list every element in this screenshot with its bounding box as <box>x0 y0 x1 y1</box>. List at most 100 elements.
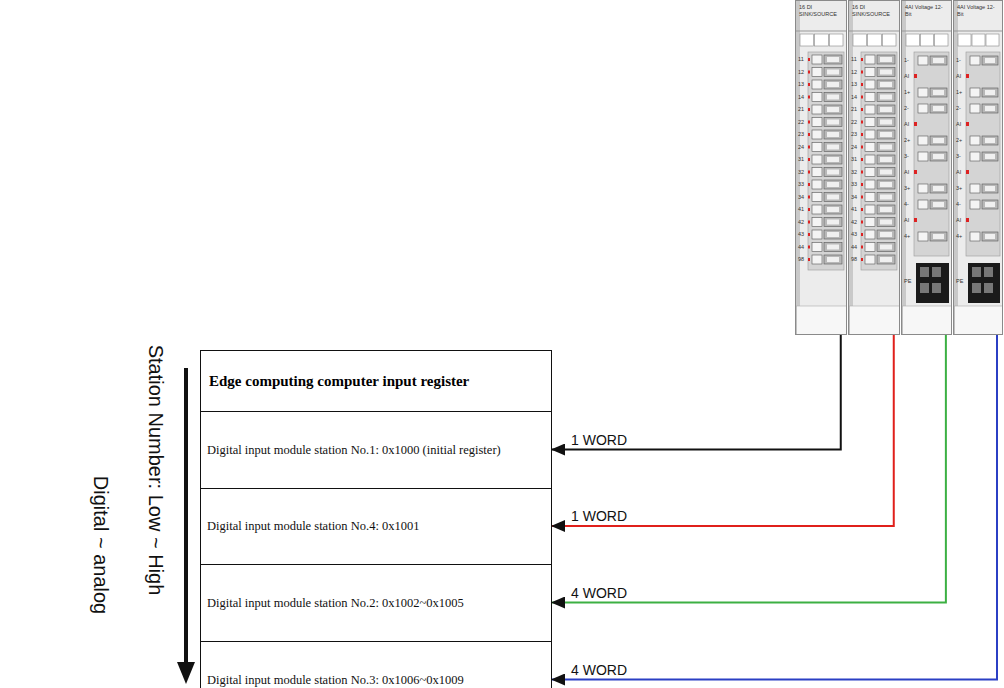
terminal-label: 13 <box>851 81 857 87</box>
type-order-label: Digital ~ analog <box>89 476 112 614</box>
register-row: Digital input module station No.2: 0x100… <box>201 564 551 641</box>
terminal-label: 34 <box>851 194 857 200</box>
module-title: 4AI Voltage 12-Bit <box>905 4 949 17</box>
terminal-label: 43 <box>798 231 804 237</box>
terminal <box>918 136 947 145</box>
terminal <box>808 118 842 127</box>
terminal-label: AI <box>904 121 909 127</box>
terminal <box>861 218 895 227</box>
word-count-label: 4 WORD <box>569 662 629 678</box>
terminal-label: 14 <box>798 94 804 100</box>
terminal <box>861 118 895 127</box>
terminal-label: 34 <box>798 194 804 200</box>
terminal-label: 12 <box>798 69 804 75</box>
pe-block <box>916 263 949 303</box>
word-count-label: 4 WORD <box>569 585 629 601</box>
terminal <box>861 230 895 239</box>
terminal <box>970 152 998 161</box>
terminal-label: 2+ <box>956 137 962 143</box>
terminal <box>970 184 998 193</box>
terminal-label: 1+ <box>904 89 910 95</box>
terminal <box>808 93 842 102</box>
terminal <box>918 152 947 161</box>
terminal-label: 1+ <box>956 89 962 95</box>
terminal <box>861 168 895 177</box>
terminal-label: 12 <box>851 69 857 75</box>
terminal-label: 23 <box>851 131 857 137</box>
terminal-label: 4- <box>956 201 961 207</box>
terminal-label: 42 <box>851 219 857 225</box>
terminal-label: 23 <box>798 131 804 137</box>
analog-input-module: 4AI Voltage 12-Bit1-AI1+2-AI2+3-AI3+4-AI… <box>901 0 952 335</box>
terminal <box>918 104 947 113</box>
terminal <box>808 80 842 89</box>
terminal <box>808 143 842 152</box>
terminal <box>808 230 842 239</box>
terminal-label: AI <box>904 169 909 175</box>
terminal-label: 13 <box>798 81 804 87</box>
module-edge <box>796 1 800 334</box>
terminal-label: 21 <box>851 106 857 112</box>
table-heading: Edge computing computer input register <box>201 351 551 411</box>
terminal-label: AI <box>956 217 961 223</box>
terminal-label: 4- <box>904 201 909 207</box>
register-row: Digital input module station No.3: 0x100… <box>201 641 551 688</box>
module-line <box>902 31 951 32</box>
terminal <box>861 180 895 189</box>
label-slot <box>920 34 933 46</box>
terminal-label: 3+ <box>956 185 962 191</box>
terminal-label: 1- <box>956 57 961 63</box>
terminal-label: 24 <box>798 144 804 150</box>
terminal-block <box>914 52 949 256</box>
terminal-label: 22 <box>851 119 857 125</box>
module-housing <box>849 1 899 334</box>
order-arrow-head <box>177 662 195 684</box>
register-text: Digital input module station No.1: 0x100… <box>207 443 501 458</box>
station-order-label: Station Number: Low ~ High <box>144 345 167 596</box>
terminal-label: 33 <box>851 181 857 187</box>
label-slot <box>800 34 814 46</box>
module-foot <box>850 306 900 334</box>
terminal-label: 31 <box>851 156 857 162</box>
terminal <box>861 193 895 202</box>
terminal-label: AI <box>904 217 909 223</box>
terminal <box>918 232 947 241</box>
terminal <box>966 218 969 222</box>
terminal <box>861 255 895 264</box>
terminal <box>808 180 842 189</box>
label-slot <box>868 34 882 46</box>
terminal <box>808 193 842 202</box>
terminal <box>861 105 895 114</box>
terminal <box>808 55 842 64</box>
terminal-label: PE <box>956 278 963 284</box>
pe-terminal <box>920 283 929 293</box>
terminal-label: 98 <box>798 256 804 262</box>
terminal-label: 11 <box>851 56 857 62</box>
terminal-label: 4+ <box>904 233 910 239</box>
terminal-label: 31 <box>798 156 804 162</box>
data-wire <box>551 335 997 680</box>
terminal-label: AI <box>956 121 961 127</box>
pe-terminal <box>984 283 993 293</box>
terminal <box>861 93 895 102</box>
pe-terminal <box>920 267 929 277</box>
module-line <box>849 31 899 32</box>
analog-input-module: 4AI Voltage 12-Bit1-AI1+2-AI2+3-AI3+4-AI… <box>953 0 1003 335</box>
digital-input-module: 16 DI SINK/SOURCE11121314212223243132333… <box>848 0 900 335</box>
terminal-label: 24 <box>851 144 857 150</box>
terminal <box>966 122 969 126</box>
terminal-label: 4+ <box>956 233 962 239</box>
terminal <box>970 88 998 97</box>
order-arrow <box>184 368 188 664</box>
terminal <box>966 170 969 174</box>
pe-terminal <box>932 283 941 293</box>
terminal-label: 44 <box>798 244 804 250</box>
module-edge <box>954 1 958 334</box>
terminal-block <box>966 52 1000 256</box>
register-row: Digital input module station No.4: 0x100… <box>201 488 551 564</box>
terminal <box>808 255 842 264</box>
terminal-label: 98 <box>851 256 857 262</box>
module-title: 16 DI SINK/SOURCE <box>799 4 843 17</box>
register-row: Digital input module station No.1: 0x100… <box>201 411 551 488</box>
